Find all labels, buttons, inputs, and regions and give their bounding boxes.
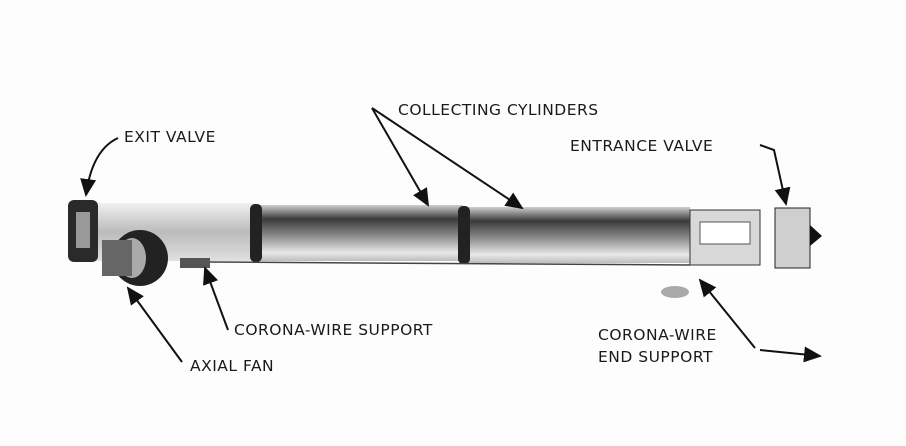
collecting-cylinders [95, 203, 690, 264]
label-corona-wire-end-support-line1: CORONA-WIRE [598, 326, 717, 344]
label-corona-wire-end-support-line2: END SUPPORT [598, 348, 713, 366]
label-collecting-cylinders: COLLECTING CYLINDERS [398, 101, 599, 119]
corona-wire-end-support [661, 286, 689, 298]
label-corona-wire-support: CORONA-WIRE SUPPORT [234, 321, 433, 339]
corona-wire-support [180, 258, 691, 268]
leader-lines [80, 107, 822, 363]
axial-fan [102, 230, 168, 286]
entrance-valve [689, 207, 822, 269]
exit-valve [68, 200, 98, 262]
label-exit-valve: EXIT VALVE [124, 128, 216, 146]
label-entrance-valve: ENTRANCE VALVE [570, 137, 714, 155]
label-axial-fan: AXIAL FAN [190, 357, 275, 375]
